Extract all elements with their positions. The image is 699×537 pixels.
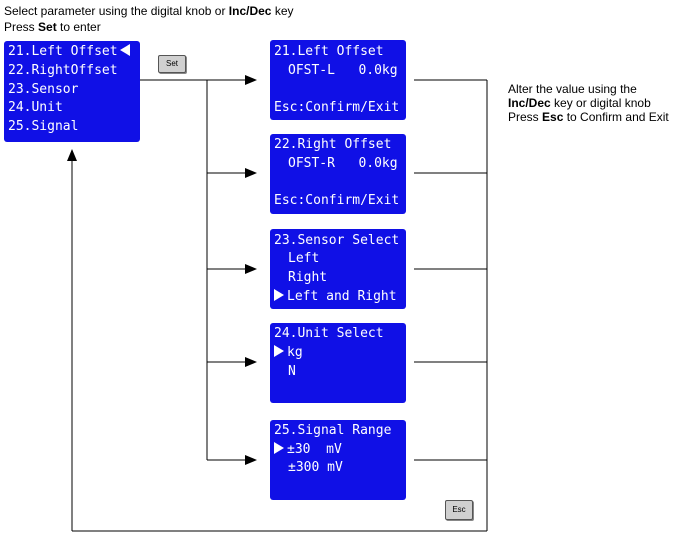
inc-dec-key-label: Inc/Dec bbox=[228, 4, 272, 18]
screen-title: 21.Left Offset bbox=[274, 44, 384, 59]
intro-line-2: Press Set to enter bbox=[4, 20, 101, 35]
left-offset-value: OFST-L 0.0kg bbox=[288, 63, 398, 78]
set-key-label: Set bbox=[38, 20, 57, 34]
intro-text: to enter bbox=[56, 20, 101, 34]
unit-option-n[interactable]: N bbox=[288, 364, 296, 379]
sensor-option-left[interactable]: Left bbox=[288, 251, 320, 266]
selection-pointer-icon bbox=[274, 345, 284, 357]
main-menu-display: 21.Left Offset 22.RightOffset 23.Sensor … bbox=[4, 41, 140, 142]
selection-pointer-icon bbox=[119, 44, 130, 56]
set-key-button[interactable]: Set bbox=[158, 55, 186, 73]
note-line-3: Press Esc to Confirm and Exit bbox=[508, 110, 669, 124]
signal-option-30mv[interactable]: ±30 mV bbox=[274, 441, 342, 459]
screen-footer: Esc:Confirm/Exit bbox=[274, 193, 400, 208]
screen-title: 25.Signal Range bbox=[274, 423, 392, 438]
instruction-note: Alter the value using the Inc/Dec key or… bbox=[508, 82, 669, 124]
intro-text: Press bbox=[4, 20, 39, 34]
intro-text: Select parameter using the digital knob … bbox=[4, 4, 229, 18]
unit-option-kg[interactable]: kg bbox=[274, 344, 303, 362]
menu-item-unit[interactable]: 24.Unit bbox=[8, 100, 63, 115]
intro-line-1: Select parameter using the digital knob … bbox=[4, 4, 294, 19]
screen-footer: Esc:Confirm/Exit bbox=[274, 100, 400, 115]
intro-text: key bbox=[271, 4, 294, 18]
screen-title: 23.Sensor Select bbox=[274, 233, 400, 248]
sensor-select-screen: 23.Sensor Select Left Right Left and Rig… bbox=[270, 229, 406, 309]
menu-item-sensor[interactable]: 23.Sensor bbox=[8, 82, 79, 97]
note-line-2: Inc/Dec key or digital knob bbox=[508, 96, 651, 110]
screen-title: 24.Unit Select bbox=[274, 326, 384, 341]
selection-pointer-icon bbox=[274, 442, 284, 454]
note-line-1: Alter the value using the bbox=[508, 82, 637, 96]
sensor-option-left-and-right[interactable]: Left and Right bbox=[274, 288, 397, 306]
right-offset-screen: 22.Right Offset OFST-R 0.0kg Esc:Confirm… bbox=[270, 134, 406, 214]
menu-item-right-offset[interactable]: 22.RightOffset bbox=[8, 63, 118, 78]
unit-select-screen: 24.Unit Select kg N bbox=[270, 323, 406, 403]
menu-item-left-offset[interactable]: 21.Left Offset bbox=[8, 43, 130, 61]
sensor-option-right[interactable]: Right bbox=[288, 270, 328, 285]
left-offset-screen: 21.Left Offset OFST-L 0.0kg Esc:Confirm/… bbox=[270, 40, 406, 120]
esc-key-button[interactable]: Esc bbox=[445, 500, 473, 520]
esc-key-label: Esc bbox=[542, 110, 564, 124]
menu-item-signal[interactable]: 25.Signal bbox=[8, 119, 79, 134]
selection-pointer-icon bbox=[274, 289, 284, 301]
inc-dec-key-label: Inc/Dec bbox=[508, 96, 551, 110]
signal-range-screen: 25.Signal Range ±30 mV ±300 mV bbox=[270, 420, 406, 500]
screen-title: 22.Right Offset bbox=[274, 137, 392, 152]
right-offset-value: OFST-R 0.0kg bbox=[288, 156, 398, 171]
signal-option-300mv[interactable]: ±300 mV bbox=[288, 460, 343, 475]
